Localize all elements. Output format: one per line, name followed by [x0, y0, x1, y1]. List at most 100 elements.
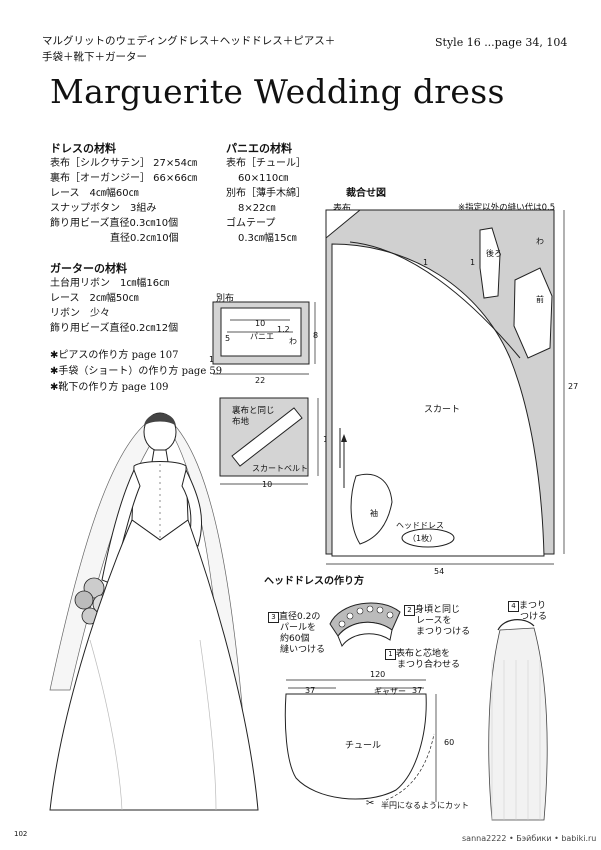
step-line: まつり	[519, 601, 547, 611]
sleeve-label: 袖	[370, 509, 378, 518]
page-number: 102	[14, 830, 28, 838]
dim-5: 5	[225, 334, 231, 343]
dress-material-item: レース 4㎝幅60㎝	[50, 188, 139, 199]
pearl	[366, 605, 374, 613]
dress-material-item: 裏布［オーガンジー］ 66×66㎝	[50, 173, 198, 184]
pearl	[338, 620, 346, 628]
dim-120: 120	[370, 670, 386, 679]
headdress-steps-heading: ヘッドドレスの作り方	[264, 576, 364, 587]
cut-note: 半円になるようにカット	[381, 801, 469, 810]
title-jp-line2: 手袋＋靴下＋ガーター	[42, 51, 147, 63]
step-line: 表布と芯地を	[396, 649, 451, 659]
dim-27: 27	[568, 382, 579, 391]
headdress-lining	[337, 621, 393, 648]
belt-inner-label: スカートベルト	[252, 464, 308, 473]
pearl	[376, 606, 384, 614]
reference-link[interactable]: 靴下の作り方 page 109	[58, 382, 169, 393]
pannier-fabric-diagram	[212, 301, 316, 375]
star-icon: ✱	[50, 350, 59, 361]
step-line: まつりつける	[416, 627, 471, 637]
dim-1-2: 1.2	[277, 325, 290, 334]
step-line: つける	[520, 612, 548, 622]
dress-material-item: 表布［シルクサテン］ 27×54㎝	[50, 158, 198, 169]
pannier-material-item: 別布［薄手木綿］	[226, 188, 306, 199]
bouquet-flower	[74, 590, 94, 610]
skirt-fold	[199, 639, 217, 811]
skirt-top-edge	[349, 241, 521, 359]
dim-54: 54	[434, 567, 445, 576]
page-references: ✱ピアスの作り方 page 107 ✱手袋（ショート）の作り方 page 59 …	[50, 348, 222, 396]
front-label: 前	[536, 295, 544, 304]
headdress-piece	[401, 528, 455, 548]
back-bodice-piece	[479, 227, 501, 299]
headdress-illustration	[329, 602, 401, 648]
dress-material-item: 飾り用ビーズ直径0.3㎝10個	[50, 218, 179, 229]
step-line: まつり合わせる	[397, 660, 461, 670]
garter-material-item: リボン 少々	[50, 308, 110, 319]
wedding-dress-illustration	[49, 412, 259, 811]
step-line: 直径0.2の	[279, 612, 321, 622]
reference-link[interactable]: 手袋（ショート）の作り方 page 59	[58, 366, 223, 377]
star-icon: ✱	[50, 366, 59, 377]
veil-illustration	[488, 619, 548, 821]
cutting-fabric-label: 表布	[333, 204, 352, 214]
skirt-label: スカート	[424, 405, 461, 415]
pearl	[346, 612, 354, 620]
pannier-materials: パニエの材料 表布［チュール］ 60×110㎝ 別布［薄手木綿］ 8×22㎝ ゴ…	[226, 141, 306, 246]
dim-22: 22	[255, 376, 266, 385]
hair	[144, 413, 176, 426]
fold-mark-layout: わ	[536, 237, 544, 246]
cutting-layout-heading: 裁合せ図	[346, 188, 386, 199]
step-line: レースを	[416, 616, 452, 626]
dress-materials-heading: ドレスの材料	[50, 142, 116, 155]
step-line: 縫いつける	[280, 645, 326, 655]
star-icon: ✱	[50, 382, 59, 393]
tulle-diagram	[284, 679, 437, 802]
garter-materials: ガーターの材料 土台用リボン 1㎝幅16㎝ レース 2㎝幅50㎝ リボン 少々 …	[50, 261, 178, 336]
pannier-materials-heading: パニエの材料	[226, 142, 292, 155]
corner-piece	[325, 209, 362, 240]
pannier-material-item: 0.3㎝幅15㎝	[238, 233, 297, 244]
tulle-label: チュール	[345, 741, 382, 751]
reference-link[interactable]: ピアスの作り方 page 107	[58, 350, 179, 361]
dim-37a: 37	[305, 686, 316, 695]
dress-material-item: 直径0.2㎝10個	[50, 233, 179, 244]
pannier-material-item: 表布［チュール］	[226, 158, 306, 169]
front-bodice-piece	[513, 267, 553, 359]
dim-37b: 37	[412, 686, 423, 695]
veil-texture	[491, 660, 541, 820]
fold-mark: わ	[289, 337, 297, 346]
skirt	[49, 519, 259, 811]
belt-strip	[231, 407, 303, 467]
garter-material-item: 飾り用ビーズ直径0.2㎝12個	[50, 323, 179, 334]
seam-allowance-note: ※指定以外の縫い代は0.5	[458, 203, 556, 213]
cutting-layout-diagram	[325, 209, 565, 565]
pannier-inner-label: パニエ	[250, 332, 274, 341]
watermark: sanna2222 • Бэйбики • babiki.ru	[462, 834, 597, 843]
skirt-belt-diagram	[219, 397, 319, 485]
headdress-count: （1枚）	[408, 534, 438, 543]
dim-10: 10	[255, 319, 266, 328]
belt-dim-10-h: 10	[262, 480, 273, 489]
belt-label-line1: 裏布と同じ	[232, 406, 275, 416]
veil-body	[488, 627, 548, 821]
skirt-fold	[89, 639, 123, 811]
headdress-label: ヘッドドレス	[396, 521, 444, 530]
page-title: Marguerite Wedding dress	[50, 72, 505, 111]
step-line: 約60個	[280, 634, 310, 644]
pearl	[356, 607, 364, 615]
style-reference: Style 16 ...page 34, 104	[435, 36, 568, 49]
dim-1: 1	[209, 355, 215, 364]
cut-line	[385, 733, 435, 801]
seam-1a: 1	[423, 258, 429, 267]
neck	[151, 449, 169, 463]
step-line: 身頃と同じ	[415, 605, 461, 615]
arm-right	[181, 468, 203, 547]
tulle-piece	[284, 693, 427, 800]
pannier-material-item: 8×22㎝	[238, 203, 276, 214]
dress-materials: ドレスの材料 表布［シルクサテン］ 27×54㎝ 裏布［オーガンジー］ 66×6…	[50, 141, 197, 246]
seam-1b: 1	[470, 258, 476, 267]
